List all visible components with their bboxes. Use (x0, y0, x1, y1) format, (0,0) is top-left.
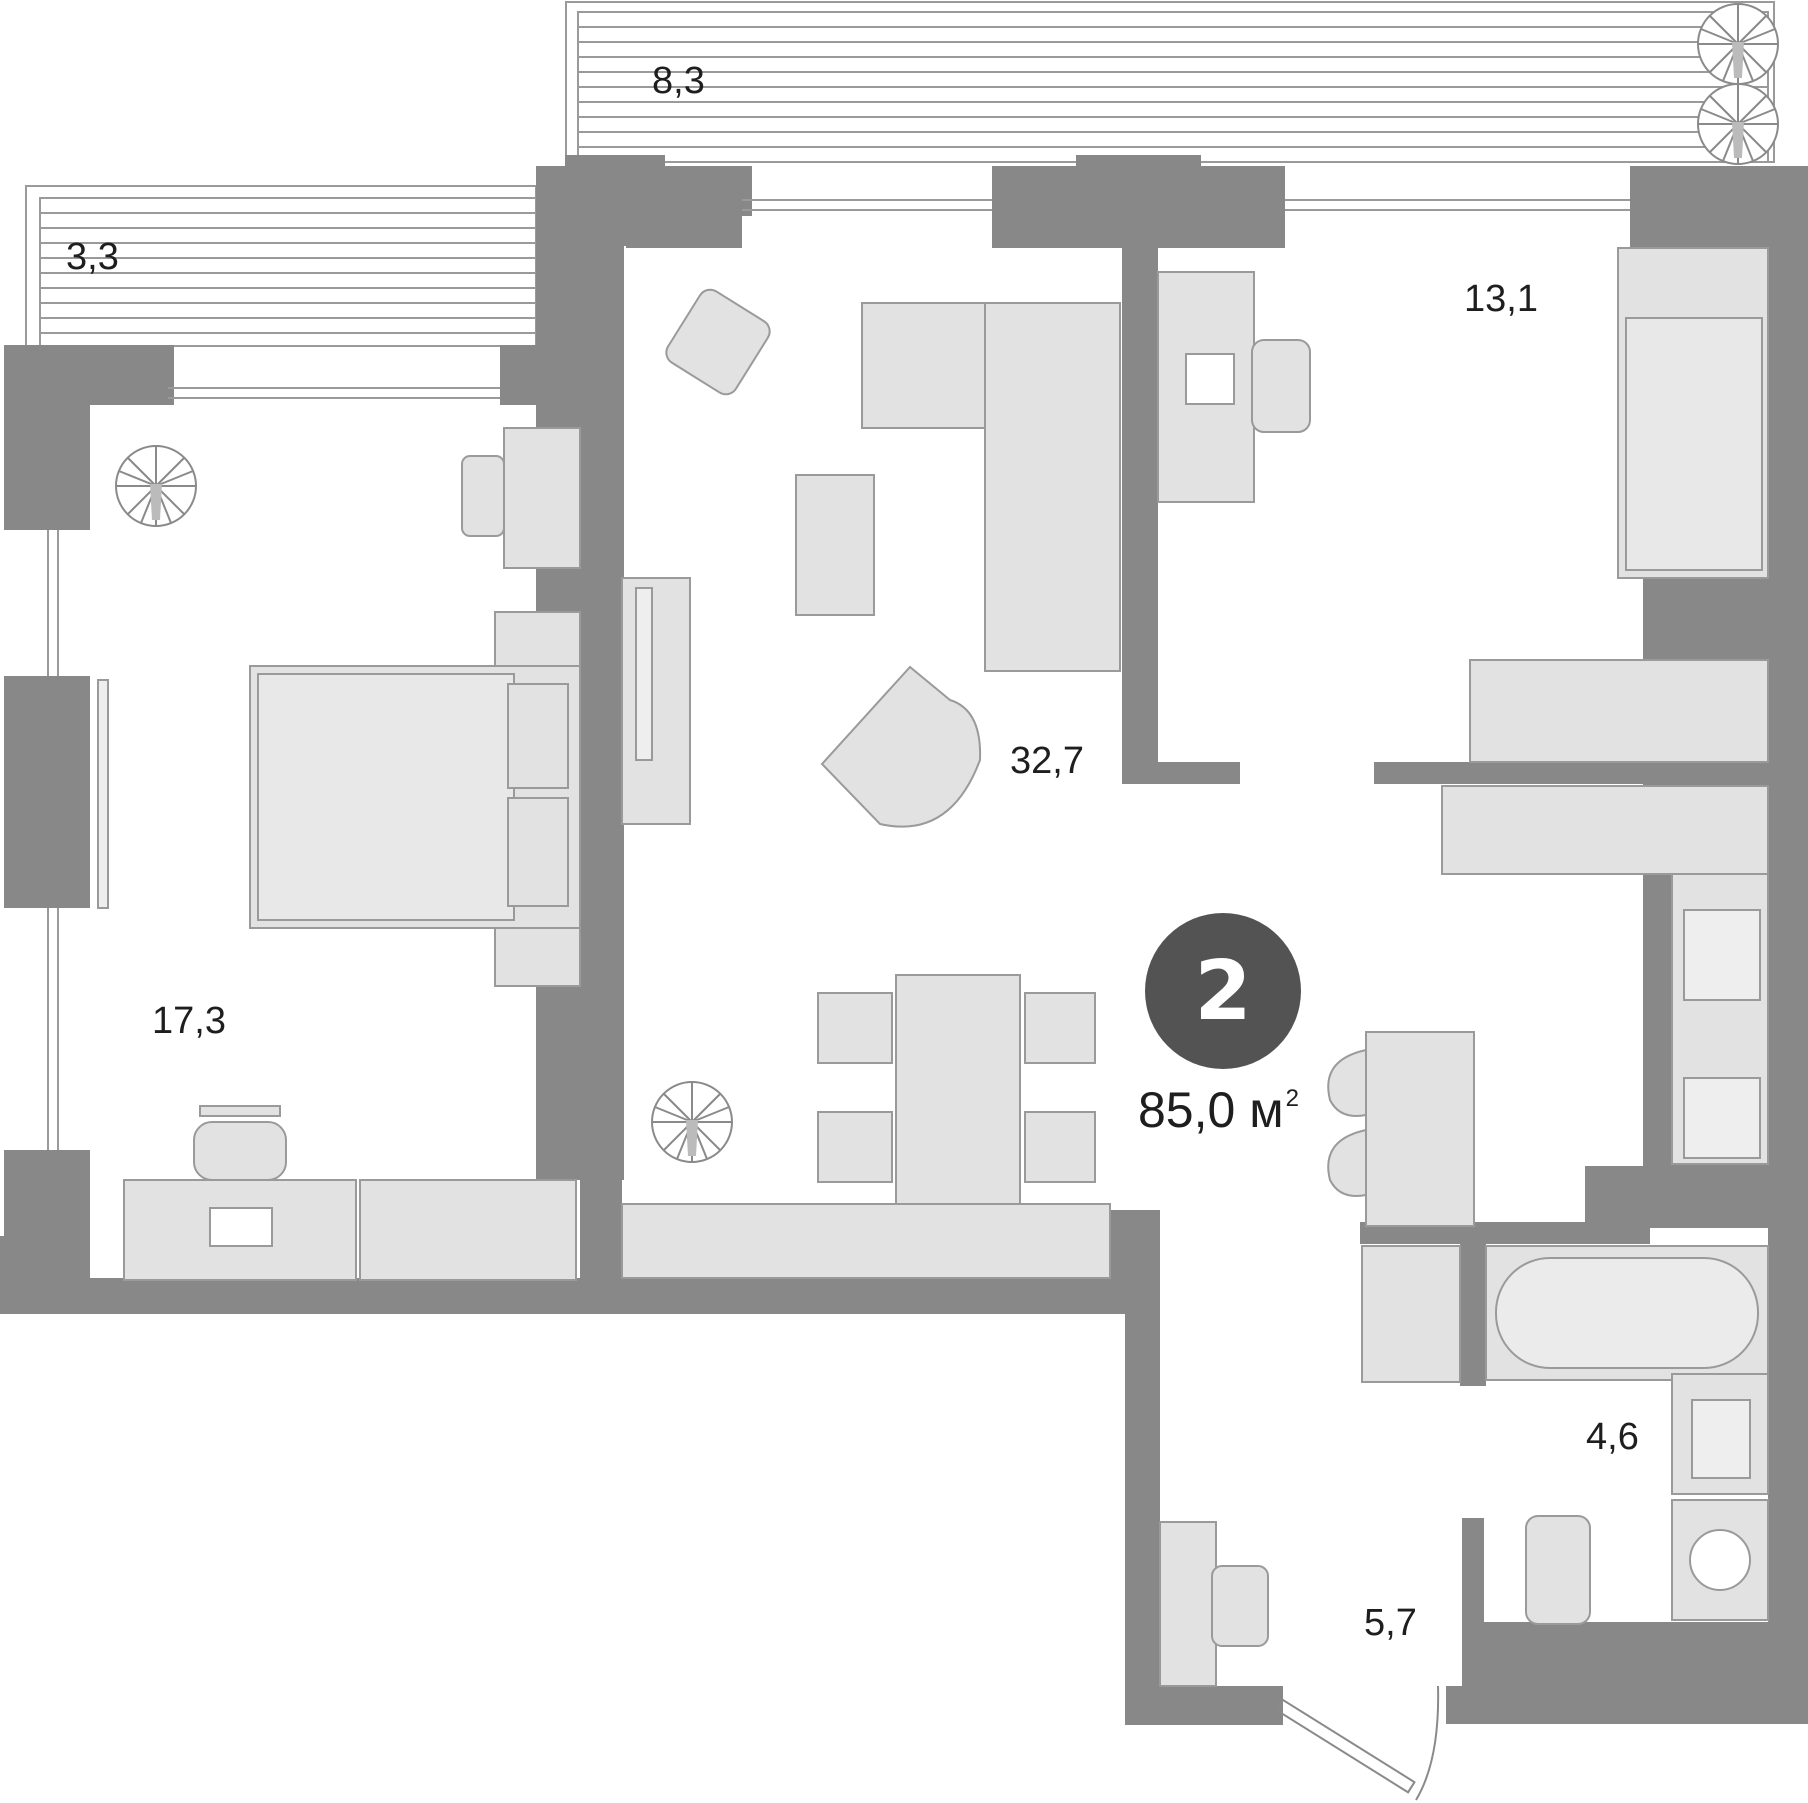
area-living-kitchen: 32,7 (1010, 740, 1084, 782)
area-balcony-left: 3,3 (66, 236, 119, 278)
balcony-plants (1697, 3, 1779, 165)
total-area: 85,0 м2 (1138, 1085, 1299, 1135)
furniture (97, 247, 1769, 1687)
balcony-top (565, 1, 1775, 163)
area-bedroom-main: 17,3 (152, 1000, 226, 1042)
total-area-unit: м (1249, 1082, 1284, 1138)
rooms-count: 2 (1194, 943, 1252, 1039)
area-balcony-top: 8,3 (652, 60, 705, 102)
entry-door (1275, 1685, 1440, 1801)
rooms-count-badge: 2 (1145, 913, 1301, 1069)
area-hallway: 5,7 (1364, 1602, 1417, 1644)
total-area-value: 85,0 (1138, 1082, 1236, 1138)
total-area-unit-power: 2 (1285, 1085, 1299, 1112)
area-bedroom-small: 13,1 (1464, 278, 1538, 320)
area-bathroom: 4,6 (1586, 1416, 1639, 1458)
walls (0, 155, 1808, 1725)
window-frames (47, 199, 1630, 1150)
